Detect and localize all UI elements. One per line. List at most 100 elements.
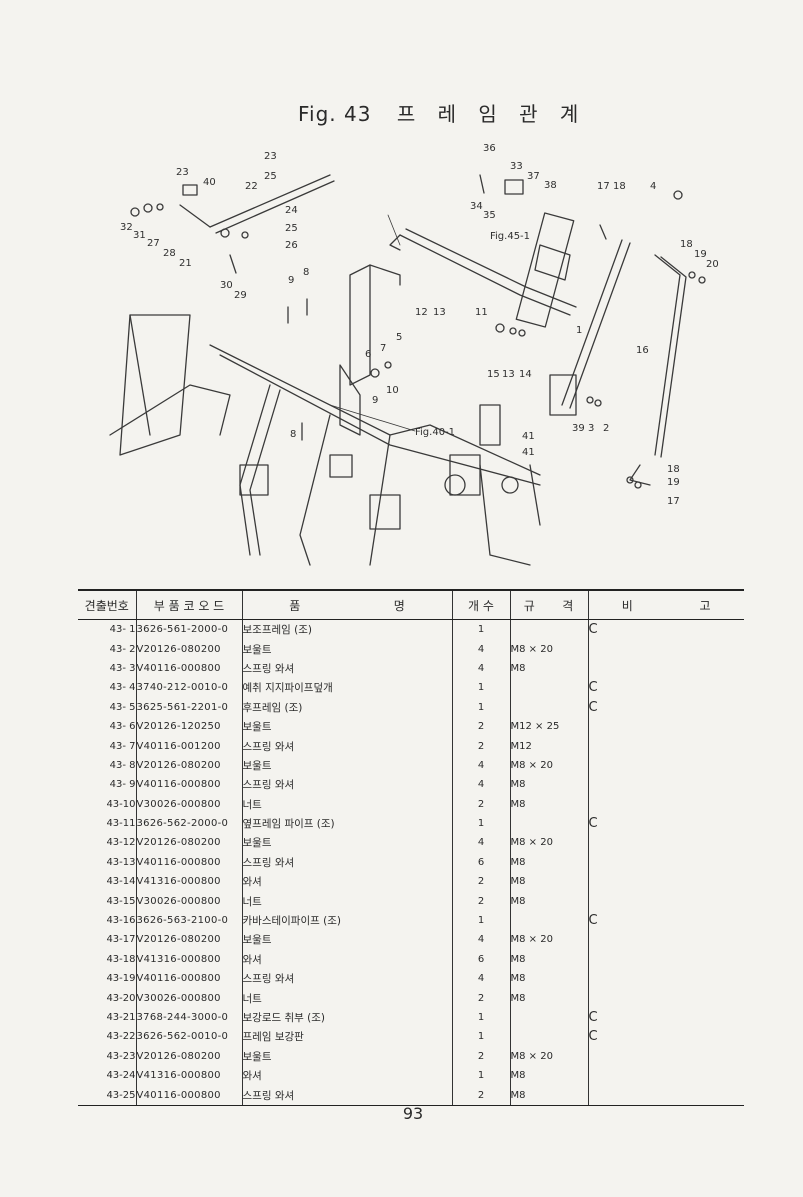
part-spec: M8 [510,1065,589,1086]
svg-text:1: 1 [576,325,582,336]
svg-text:Fig.40-1: Fig.40-1 [415,427,455,438]
part-name: 스프링 와셔 [242,1085,453,1106]
part-code: 3626-561-2000-0 [136,619,243,640]
part-spec [510,619,589,640]
part-index-no: 43- 9 [78,775,137,795]
part-name: 보조프레임 (조) [242,619,453,640]
part-code: 3626-562-2000-0 [136,813,243,834]
part-remark [588,639,744,658]
part-name: 스프링 와셔 [242,852,453,873]
part-remark [588,1047,744,1066]
part-remark: C [588,699,598,715]
part-name: 스프링 와셔 [242,775,453,795]
part-code: V40116-000800 [136,1085,243,1106]
svg-text:38: 38 [544,180,557,191]
part-index-no: 43-15 [78,891,137,911]
part-quantity: 2 [452,988,511,1008]
part-name: 너트 [242,988,453,1008]
svg-text:34: 34 [470,201,483,212]
cover-stay-pipe [654,254,681,456]
part-spec: M12 [510,736,589,756]
table-header-row: 견출번호 부 품 코 오 드 품 명 개 수 규 격 비 고 [78,589,744,620]
part-quantity: 2 [452,891,511,911]
svg-text:Fig.45-1: Fig.45-1 [490,231,530,242]
part-name: 후프레임 (조) [242,697,453,717]
part-spec: M8 [510,658,589,679]
svg-text:6: 6 [365,349,371,360]
svg-text:19: 19 [667,477,680,488]
part-quantity: 4 [452,658,511,679]
sub-frame-pipe [561,239,623,406]
svg-text:12: 12 [415,307,428,318]
part-remark [588,872,744,891]
part-quantity: 2 [452,1085,511,1106]
part-quantity: 2 [452,736,511,756]
svg-text:41: 41 [522,431,535,442]
part-code: 3626-562-0010-0 [136,1027,243,1047]
part-spec: M8 [510,775,589,795]
part-spec [510,910,589,931]
part-spec: M8 [510,988,589,1008]
svg-text:27: 27 [147,238,160,249]
svg-text:18: 18 [613,181,626,192]
part-quantity: 1 [452,910,511,931]
part-code: V20126-080200 [136,639,243,659]
svg-text:15: 15 [487,369,500,380]
part-remark [588,1085,744,1106]
svg-text:33: 33 [510,161,523,172]
part-index-no: 43-21 [78,1007,137,1028]
part-name: 보울트 [242,930,453,950]
svg-text:21: 21 [179,258,192,269]
svg-text:20: 20 [706,259,719,270]
part-remark: C [588,1010,598,1025]
part-index-no: 43- 7 [78,736,137,756]
part-code: V40116-000800 [136,658,243,679]
header-index-no: 견출번호 [78,589,137,620]
part-spec: M8 × 20 [510,930,589,950]
svg-text:39: 39 [572,423,585,434]
part-name: 너트 [242,794,453,814]
part-index-no: 43-19 [78,969,137,989]
part-remark: C [588,680,598,696]
svg-text:5: 5 [396,332,402,343]
part-quantity: 1 [452,813,511,834]
part-name: 보울트 [242,639,453,659]
part-spec [510,813,589,834]
svg-text:19: 19 [694,249,707,260]
svg-text:24: 24 [285,205,298,216]
part-spec: M8 × 20 [510,755,589,776]
part-code: V30026-000800 [136,794,243,814]
part-name: 와셔 [242,1065,453,1086]
part-index-no: 43- 3 [78,658,137,679]
part-index-no: 43-13 [78,852,137,873]
svg-text:17: 17 [597,181,610,192]
figure-title: Fig. 43 프 레 임 관 계 [298,98,586,127]
part-remark [588,756,744,775]
svg-text:25: 25 [264,171,277,182]
part-spec: M8 × 20 [510,833,589,853]
part-code: V20126-080200 [136,833,243,853]
part-name: 스프링 와셔 [242,969,453,989]
part-spec [510,678,589,698]
part-remark [588,1066,744,1085]
part-spec: M8 × 20 [510,1046,589,1066]
part-remark [588,969,744,988]
part-index-no: 43- 8 [78,755,137,776]
part-index-no: 43-14 [78,872,137,892]
part-spec: M12 × 25 [510,716,589,737]
part-remark [588,717,744,736]
part-quantity: 2 [452,794,511,814]
part-quantity: 1 [452,619,511,640]
part-code: V40116-000800 [136,852,243,873]
svg-text:3: 3 [588,423,594,434]
part-spec [510,1007,589,1028]
page-number: 93 [402,1104,424,1123]
header-part-code: 부 품 코 오 드 [136,589,243,620]
